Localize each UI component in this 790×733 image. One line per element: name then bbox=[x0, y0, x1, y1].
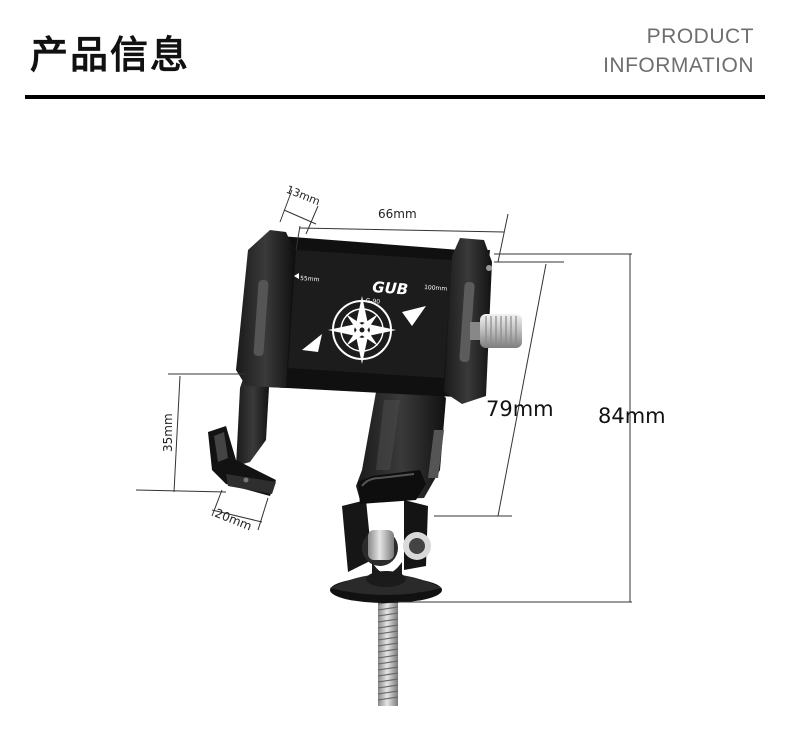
phone-holder-image: GUB G-90 55mm 100mm bbox=[208, 230, 522, 706]
dimension-arm-height-label: 35mm bbox=[161, 413, 175, 452]
dimension-total-height-label: 84mm bbox=[598, 404, 666, 428]
brand-logo: GUB bbox=[372, 278, 409, 298]
page-subtitle: PRODUCT INFORMATION bbox=[603, 22, 754, 80]
left-lower-arm bbox=[208, 370, 276, 496]
dimension-clamp-height-label: 79mm bbox=[486, 397, 554, 421]
model-label: G-90 bbox=[365, 298, 380, 306]
dimension-lines bbox=[135, 189, 632, 603]
page-title: 产品信息 bbox=[30, 33, 191, 77]
clamp-plate: GUB G-90 55mm 100mm bbox=[236, 230, 492, 404]
subtitle-line-1: PRODUCT bbox=[646, 25, 754, 48]
hinge-joint bbox=[342, 500, 431, 578]
adjust-knob bbox=[470, 314, 522, 348]
dimension-depth-label: 13mm bbox=[284, 183, 322, 208]
subtitle-line-2: INFORMATION bbox=[603, 54, 754, 77]
compass-emblem bbox=[328, 296, 396, 364]
mount-screw bbox=[377, 596, 399, 706]
dimension-arm-depth-label: 20mm bbox=[213, 506, 254, 533]
dimension-width-label: 66mm bbox=[378, 207, 417, 221]
header-divider bbox=[25, 95, 765, 99]
scale-max-label: 100mm bbox=[424, 284, 448, 293]
scale-min-label: 55mm bbox=[300, 275, 320, 283]
